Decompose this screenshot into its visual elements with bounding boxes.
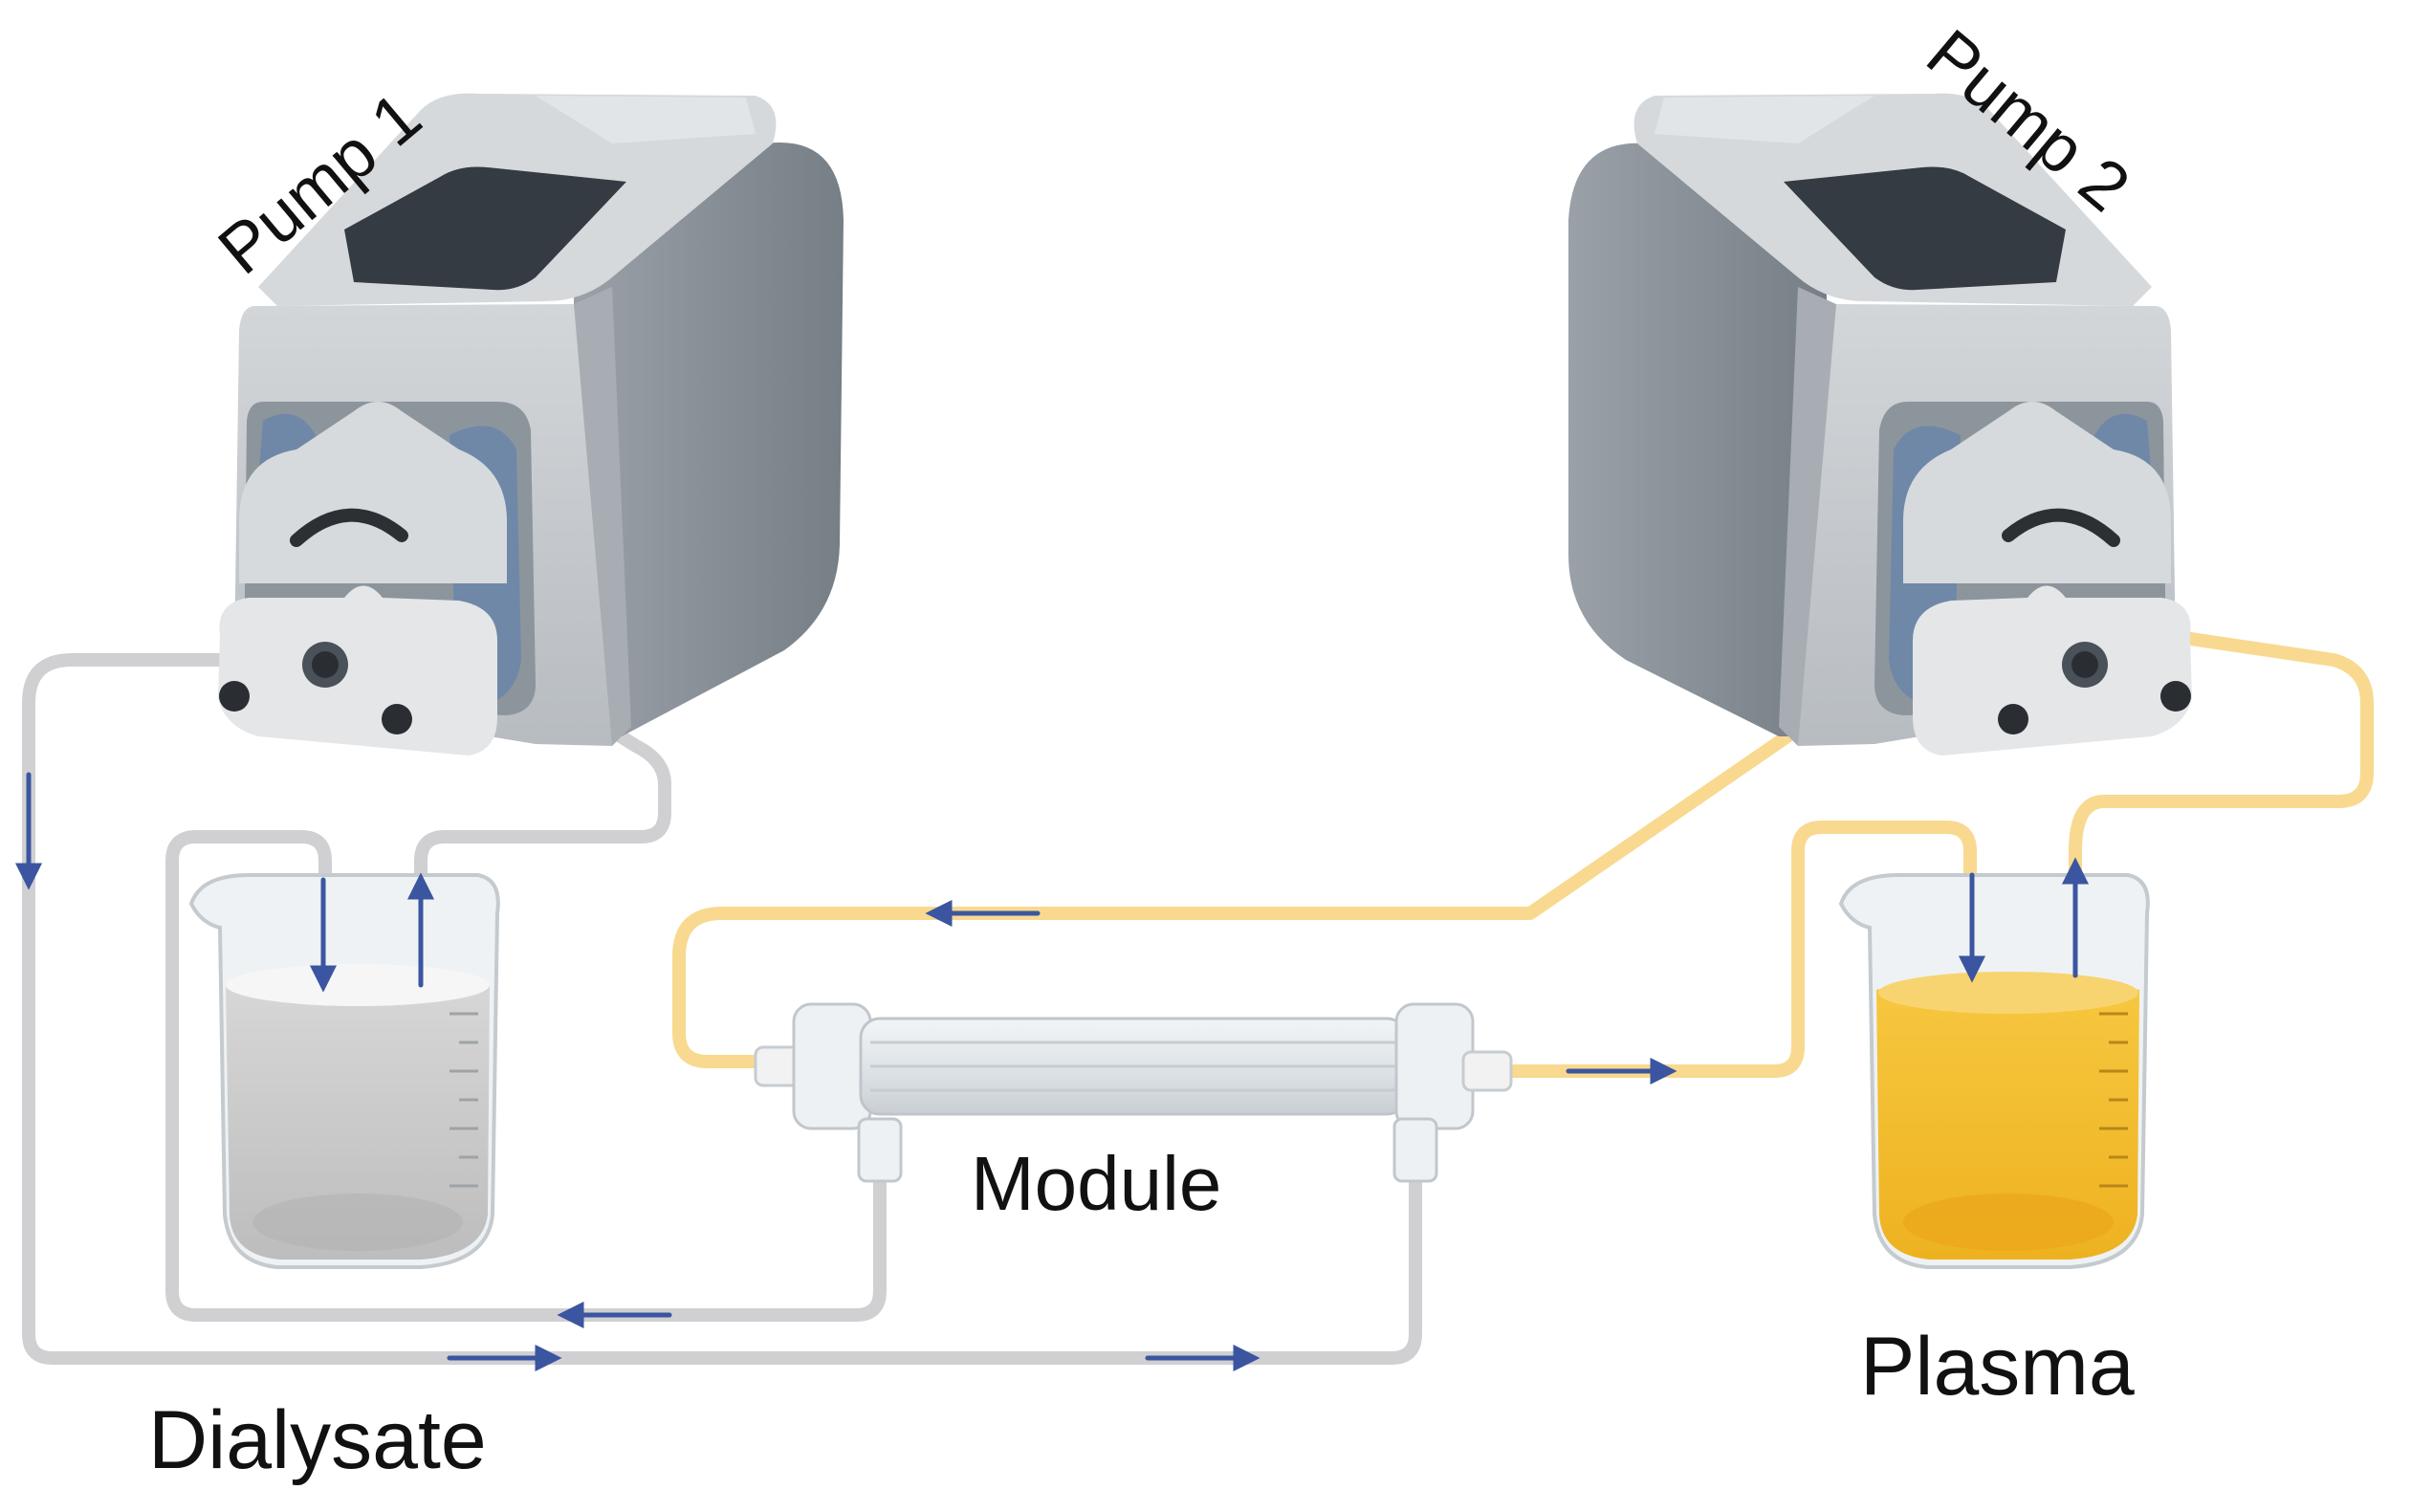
pump-2-screen [1784,166,2066,291]
flow-arrow [557,1301,672,1329]
flow-arrow [447,1344,562,1372]
module-label: Module [971,1141,1221,1226]
flow-arrow [406,872,435,988]
pump-2-rotor-arc [2002,508,2120,547]
pump-2 [1568,93,2192,756]
plasma-label: Plasma [1860,1321,2135,1413]
flow-arrow [1566,1057,1677,1085]
plasma-tubing [672,629,2374,1078]
flow-arrow [925,899,1041,928]
flow-arrow [1145,1344,1260,1372]
hollow-fiber-module [754,1002,1513,1183]
dialysate-tubing [22,653,1422,1365]
flow-arrow [2061,857,2090,978]
flow-arrow [1958,872,1986,983]
pump-1-rotor-arc [290,508,408,547]
pump-1 [218,93,844,756]
plasma-beaker [1838,873,2150,1269]
dialysate-beaker [188,873,500,1269]
pump-1-screen [344,166,626,291]
flow-arrow [309,877,338,993]
flow-arrow [14,772,43,890]
dialysate-label: Dialysate [148,1394,487,1486]
flow-arrows [14,772,2090,1372]
